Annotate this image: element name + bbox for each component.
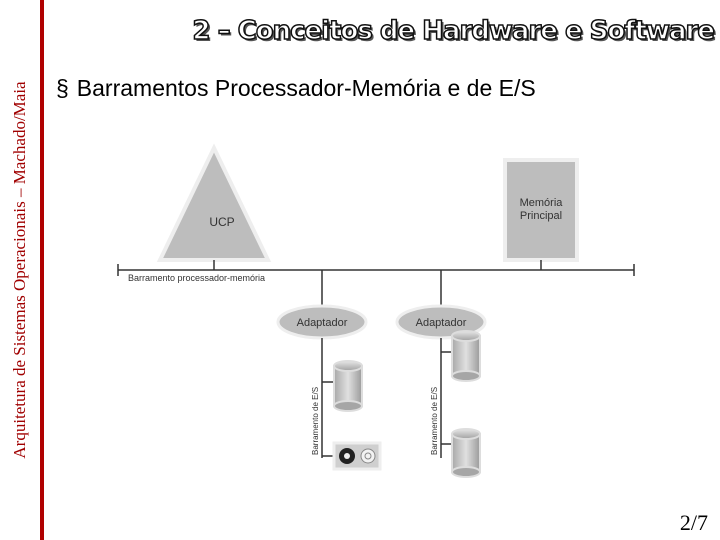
bullet-item: § Barramentos Processador-Memória e de E/… — [56, 74, 656, 102]
adapter-1-label: Adaptador — [297, 317, 348, 329]
adapter-1: Adaptador — [276, 304, 368, 340]
main-memory-box: Memória Principal — [503, 158, 579, 262]
sidebar: Arquitetura de Sistemas Operacionais – M… — [0, 0, 44, 540]
io-bus-2-label: Barramento de E/S — [430, 387, 439, 455]
cpu-label: UCP — [209, 215, 234, 229]
cpu-triangle: UCP — [156, 143, 272, 262]
optical-drive — [332, 441, 382, 471]
io-bus-2 — [440, 338, 452, 458]
bullet-marker: § — [56, 75, 69, 101]
page-number: 2/7 — [679, 510, 708, 535]
memory-label-line1: Memória — [520, 197, 564, 209]
disk-cylinder-3 — [451, 428, 481, 478]
bus-label: Barramento processador-memória — [128, 273, 265, 283]
processor-memory-bus — [117, 264, 635, 276]
adapter-2: Adaptador — [395, 304, 487, 340]
slide-title: 2 – Conceitos de Hardware e Software — [192, 15, 716, 47]
memory-label-line2: Principal — [520, 210, 562, 222]
io-bus-1 — [321, 338, 334, 458]
adapter-2-label: Adaptador — [416, 317, 467, 329]
disk-cylinder-2 — [451, 330, 481, 382]
disk-cylinder-1 — [333, 360, 363, 412]
bullet-text: Barramentos Processador-Memória e de E/S — [76, 75, 536, 101]
io-bus-1-label: Barramento de E/S — [311, 387, 320, 455]
